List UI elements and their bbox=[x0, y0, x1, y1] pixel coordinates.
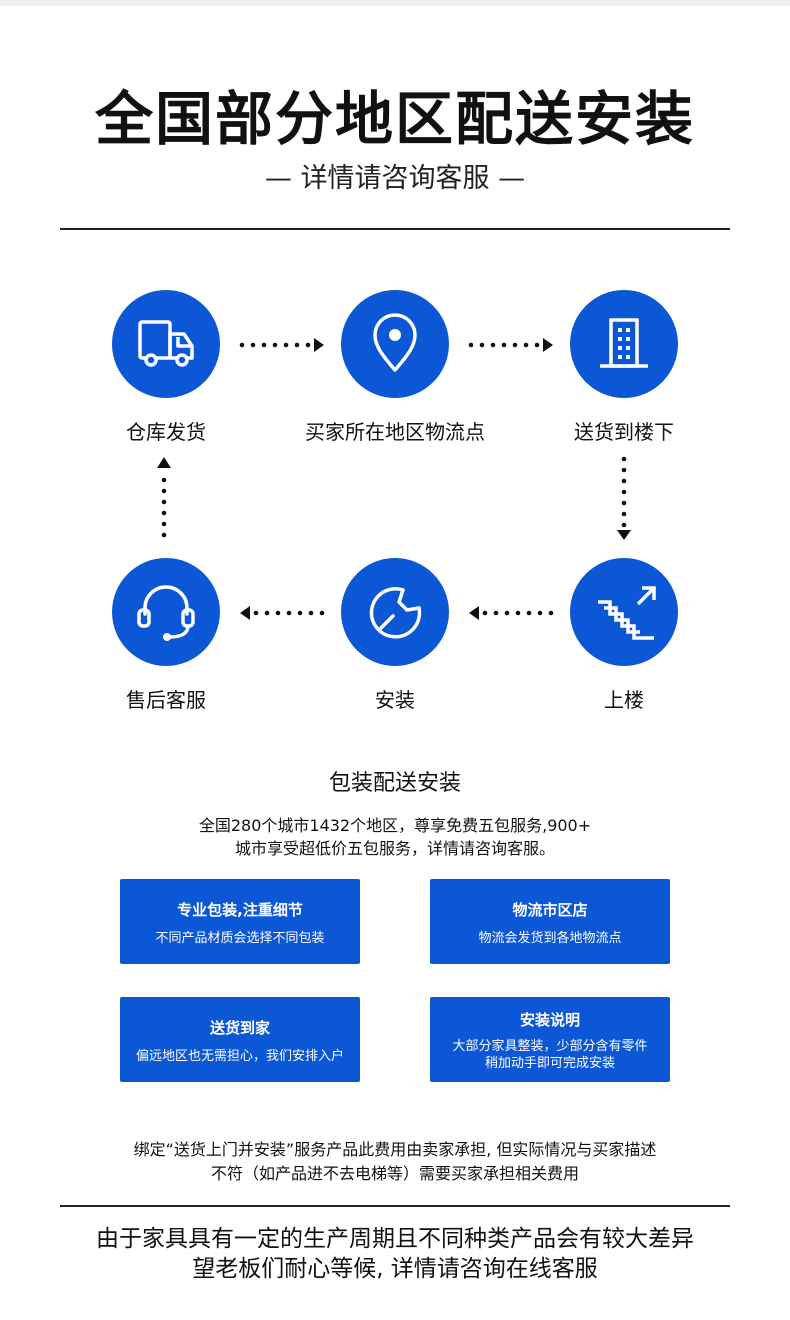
arrow-left-icon bbox=[469, 606, 554, 620]
step-label-after-sales: 售后客服 bbox=[126, 688, 206, 712]
card-text: 偏远地区也无需担心，我们安排入户 bbox=[135, 1049, 344, 1064]
step-label-warehouse: 仓库发货 bbox=[126, 420, 206, 444]
footer-notice-line: 望老板们耐心等候, 详情请咨询在线客服 bbox=[192, 1256, 598, 1282]
step-label-logistics-point: 买家所在地区物流点 bbox=[305, 420, 485, 444]
arrow-up-icon bbox=[157, 457, 171, 538]
service-card-logistics: 物流市区店 物流会发货到各地物流点 bbox=[430, 879, 670, 964]
card-text: 不同产品材质会选择不同包装 bbox=[155, 931, 325, 946]
arrow-left-icon bbox=[240, 606, 325, 620]
service-card-packaging: 专业包装,注重细节 不同产品材质会选择不同包装 bbox=[120, 879, 360, 964]
divider-top bbox=[60, 228, 730, 230]
card-title: 物流市区店 bbox=[512, 901, 588, 919]
truck-icon bbox=[112, 290, 220, 398]
footer-notice: 由于家具具有一定的生产周期且不同种类产品会有较大差异 望老板们耐心等候, 详情请… bbox=[0, 1224, 790, 1284]
step-label-install: 安装 bbox=[375, 688, 415, 712]
wrench-icon bbox=[341, 558, 449, 666]
page-subtitle: — 详情请咨询客服 — bbox=[264, 163, 526, 194]
headset-icon bbox=[112, 558, 220, 666]
section-title: 包装配送安装 bbox=[328, 771, 461, 796]
service-card-installation: 安装说明 大部分家具整装，少部分含有零件 稍加动手即可完成安装 bbox=[430, 997, 670, 1082]
location-pin-icon bbox=[341, 290, 449, 398]
page-title: 全国部分地区配送安装 bbox=[94, 85, 695, 153]
stairs-icon bbox=[570, 558, 678, 666]
card-text: 物流会发货到各地物流点 bbox=[478, 931, 622, 946]
card-text-line: 稍加动手即可完成安装 bbox=[484, 1056, 615, 1071]
section-description: 全国280个城市1432个地区，尊享免费五包服务,900+ 城市享受超低价五包服… bbox=[0, 814, 790, 860]
footer-notice-line: 由于家具具有一定的生产周期且不同种类产品会有较大差异 bbox=[96, 1226, 694, 1252]
arrow-right-icon bbox=[468, 338, 553, 352]
card-text: 大部分家具整装，少部分含有零件 稍加动手即可完成安装 bbox=[430, 1038, 670, 1072]
fee-note-line: 不符（如产品进不去电梯等）需要买家承担相关费用 bbox=[210, 1164, 579, 1183]
arrow-right-icon bbox=[239, 338, 324, 352]
card-title: 送货到家 bbox=[209, 1019, 270, 1037]
service-card-delivery: 送货到家 偏远地区也无需担心，我们安排入户 bbox=[120, 997, 360, 1082]
section-description-line: 全国280个城市1432个地区，尊享免费五包服务,900+ bbox=[198, 816, 592, 835]
card-title: 专业包装,注重细节 bbox=[177, 901, 303, 919]
section-description-line: 城市享受超低价五包服务，详情请咨询客服。 bbox=[234, 839, 555, 858]
step-label-downstairs: 送货到楼下 bbox=[574, 420, 674, 444]
divider-bottom bbox=[60, 1205, 730, 1207]
building-icon bbox=[570, 290, 678, 398]
fee-note: 绑定“送货上门并安装”服务产品此费用由卖家承担, 但实际情况与买家描述 不符（如… bbox=[0, 1138, 790, 1186]
top-bar bbox=[0, 0, 790, 6]
step-label-upstairs: 上楼 bbox=[604, 688, 644, 712]
card-text-line: 大部分家具整装，少部分含有零件 bbox=[452, 1039, 648, 1054]
arrow-down-icon bbox=[617, 456, 631, 540]
card-title: 安装说明 bbox=[519, 1011, 580, 1029]
fee-note-line: 绑定“送货上门并安装”服务产品此费用由卖家承担, 但实际情况与买家描述 bbox=[133, 1140, 657, 1159]
